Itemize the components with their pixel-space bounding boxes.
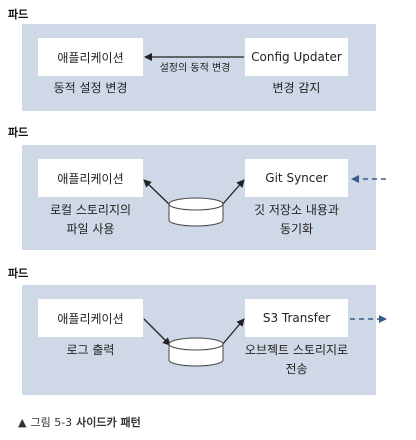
figure-number: 그림 5-3: [30, 416, 73, 429]
application-box: 애플리케이션: [38, 159, 143, 197]
config-updater-box: Config Updater: [245, 38, 348, 76]
application-box: 애플리케이션: [38, 299, 143, 337]
pod-label: 파드: [8, 126, 29, 139]
app-caption-line1: 로컬 스토리지의: [49, 203, 132, 217]
app-caption: 동적 설정 변경: [53, 81, 128, 95]
dynamic-config-change-label: 설정의 동적 변경: [159, 63, 231, 74]
sidecar-caption: 변경 감지: [272, 81, 321, 95]
volume-cylinder: [168, 337, 224, 367]
volume-to-app-arrow: [143, 179, 171, 206]
triangle-icon: ▲: [18, 415, 27, 429]
sidecar-caption-line1: 깃 저장소 내용과: [254, 203, 339, 217]
s3-transfer-box: S3 Transfer: [245, 299, 348, 337]
pod-label: 파드: [8, 267, 29, 280]
app-to-volume-arrow: [143, 318, 171, 346]
figure-title: 사이드카 패턴: [76, 416, 141, 429]
volume-cylinder: [168, 197, 224, 227]
pod-label: 파드: [8, 8, 29, 21]
sidecar-caption-line2: 동기화: [279, 222, 314, 236]
sidecar-caption-line1: 오브젝트 스토리지로: [244, 343, 349, 357]
git-syncer-box: Git Syncer: [245, 159, 348, 197]
syncer-to-volume-arrow: [221, 179, 245, 206]
volume-to-transfer-arrow: [221, 318, 245, 346]
app-caption: 로그 출력: [66, 343, 115, 357]
app-caption-line2: 파일 사용: [66, 222, 115, 236]
sidecar-caption-line2: 전송: [285, 362, 308, 376]
figure-caption: ▲ 그림 5-3 사이드카 패턴: [18, 414, 141, 430]
application-box: 애플리케이션: [38, 38, 143, 76]
